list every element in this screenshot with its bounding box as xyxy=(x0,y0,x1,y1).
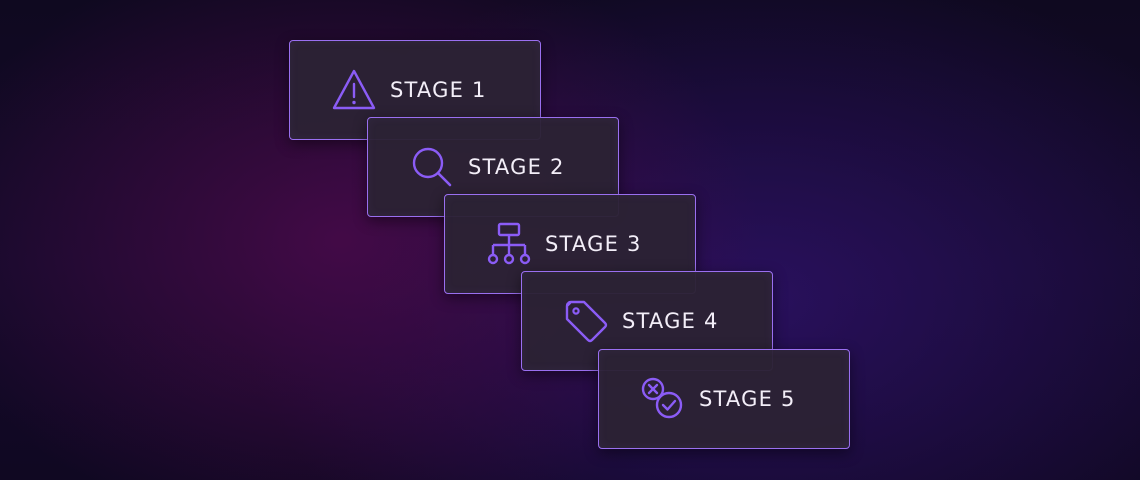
hierarchy-icon xyxy=(487,222,531,264)
search-icon xyxy=(412,147,452,186)
stage-content-1: STAGE 1 xyxy=(330,41,487,138)
stage-label-5: STAGE 5 xyxy=(699,386,796,411)
stage-card-5: STAGE 5 xyxy=(598,349,850,449)
warning-icon xyxy=(332,69,376,109)
stage-label-4: STAGE 4 xyxy=(622,308,719,333)
stage-content-4: STAGE 4 xyxy=(562,272,719,369)
stage-label-1: STAGE 1 xyxy=(390,77,487,102)
stage-content-5: STAGE 5 xyxy=(639,350,796,447)
cancel-check-icon xyxy=(641,377,683,418)
stage-label-2: STAGE 2 xyxy=(468,154,565,179)
stage-content-3: STAGE 3 xyxy=(485,195,642,292)
stage-content-2: STAGE 2 xyxy=(408,118,565,215)
stage-label-3: STAGE 3 xyxy=(545,231,642,256)
tag-icon xyxy=(565,300,608,342)
